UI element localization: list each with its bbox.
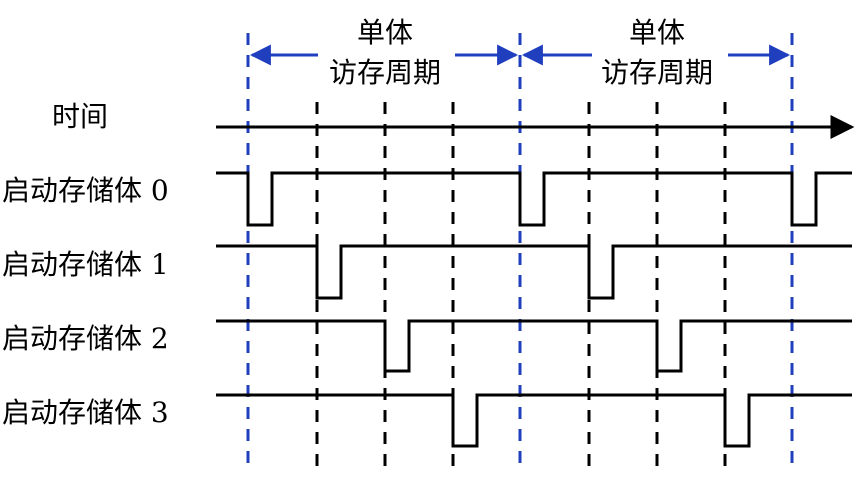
period-label-1-line2: 访存周期: [329, 56, 441, 89]
period-boundaries: [246, 33, 794, 470]
waveform-bank-1: [216, 244, 852, 300]
row-label-bank-1: 启动存储体 1: [2, 248, 169, 281]
period-label-2-line2: 访存周期: [601, 56, 713, 89]
waveforms: [216, 171, 852, 448]
waveform-bank-2: [216, 319, 852, 373]
row-label-bank-2: 启动存储体 2: [2, 322, 169, 355]
row-label-bank-3: 启动存储体 3: [2, 396, 169, 429]
waveform-bank-0: [216, 171, 852, 227]
row-label-bank-0: 启动存储体 0: [2, 174, 169, 207]
period-label-1-line1: 单体: [357, 16, 413, 49]
time-axis-label: 时间: [52, 100, 108, 133]
waveform-bank-3: [216, 393, 852, 448]
period-label-2-line1: 单体: [629, 16, 685, 49]
